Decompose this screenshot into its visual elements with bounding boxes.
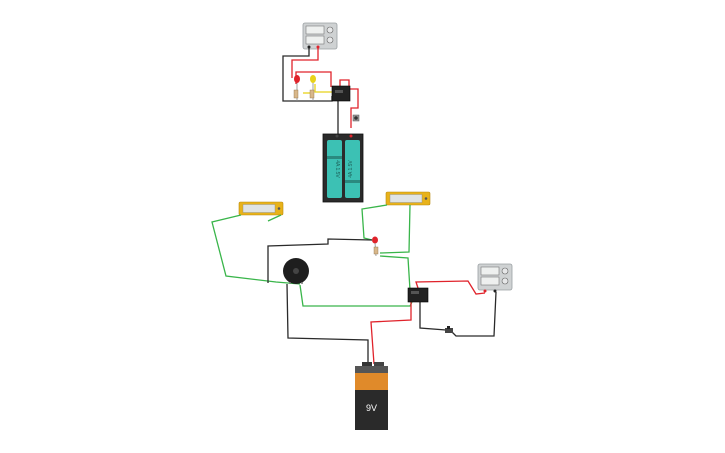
relay-bottom-label (411, 291, 419, 294)
multimeter-top-display-1 (305, 25, 325, 35)
bottom-circuit-wires (211, 204, 497, 365)
battery-cell-2-band (345, 180, 360, 183)
multimeter-top-knob-2[interactable] (326, 36, 334, 44)
battery-9v-cap (355, 366, 388, 374)
multimeter-right-display-2 (480, 276, 500, 286)
relay-top-body (331, 85, 351, 102)
multimeter-right-knob-2[interactable] (501, 277, 509, 285)
multimeter-right-display-1 (480, 266, 500, 276)
led-top-red-bulb (294, 75, 300, 83)
multimeter-top-knob-1[interactable] (326, 26, 334, 34)
battery-pack[interactable]: 4A 1.5V 4A 1.5V (322, 133, 364, 203)
multimeter-top-display-2 (305, 35, 325, 45)
multimeter-right-knob-1[interactable] (501, 267, 509, 275)
wire-green-to-relay[interactable] (379, 255, 411, 291)
resistor-mid[interactable] (373, 246, 379, 255)
buzzer[interactable] (283, 258, 309, 284)
multimeter-top-terminal-black[interactable] (307, 45, 311, 49)
wire-top-red-1[interactable] (291, 48, 319, 78)
led-top-yellow-bulb (310, 75, 316, 83)
battery-9v-snap-pos[interactable] (374, 362, 384, 368)
multimeter-right-terminal-black[interactable] (493, 289, 497, 293)
slide-sensor-left[interactable] (238, 201, 284, 216)
slide-sensor-right-window (389, 194, 423, 203)
led-mid-red[interactable] (372, 236, 379, 257)
battery-pack-terminal-neg[interactable] (335, 134, 339, 138)
led-mid-red-bulb (372, 236, 378, 244)
relay-top[interactable] (331, 85, 351, 102)
battery-cell-1-label: 4A 1.5V (334, 160, 340, 178)
buzzer-pin-pos[interactable] (301, 282, 303, 284)
wire-top-red-4[interactable] (339, 79, 350, 86)
slide-sensor-left-window (242, 204, 276, 213)
wire-black-switch-meter[interactable] (451, 291, 497, 337)
battery-cell-1 (327, 140, 342, 198)
multimeter-right[interactable] (477, 263, 513, 293)
battery-9v-snap-neg[interactable] (362, 362, 372, 368)
wire-green-sensor-left[interactable] (267, 214, 282, 222)
multimeter-top-terminal-red[interactable] (316, 45, 320, 49)
slide-switch[interactable] (445, 326, 453, 333)
wire-black-relay-meter[interactable] (419, 302, 447, 331)
push-button-top[interactable] (352, 114, 360, 122)
battery-cell-2-label: 4A 1.5V (348, 160, 354, 178)
wire-top-yellow-1[interactable] (314, 84, 332, 93)
battery-9v[interactable]: 9V (355, 362, 388, 430)
battery-9v-body (355, 390, 388, 430)
multimeter-right-terminal-red[interactable] (483, 289, 487, 293)
slide-switch-body (445, 328, 453, 333)
wire-green-right-down[interactable] (379, 204, 411, 254)
led-top-red[interactable] (293, 75, 300, 101)
relay-bottom-body (407, 287, 429, 303)
wire-black-buzzer-top[interactable] (267, 238, 373, 283)
relay-top-label (335, 90, 343, 93)
wire-red-relay-meter[interactable] (415, 280, 486, 295)
multimeter-top[interactable] (302, 22, 338, 50)
wire-red-9v[interactable] (370, 301, 412, 365)
slide-sensor-right-pin[interactable] (424, 197, 428, 200)
buzzer-center (293, 268, 299, 274)
slide-sensor-left-pin[interactable] (277, 207, 281, 210)
battery-9v-label: 9V (366, 403, 377, 413)
wire-green-right-loop[interactable] (361, 204, 388, 241)
battery-cell-2 (345, 140, 360, 198)
wire-top-red-3[interactable] (349, 88, 359, 128)
resistor-top-2[interactable] (309, 89, 315, 99)
push-button-top-cap[interactable] (354, 116, 358, 120)
wire-green-bottom[interactable] (299, 284, 413, 307)
wire-green-left-loop[interactable] (211, 214, 301, 285)
led-top-yellow[interactable] (309, 75, 316, 101)
resistor-top-1[interactable] (293, 89, 299, 99)
wire-black-buzzer-down[interactable] (286, 283, 369, 364)
relay-bottom[interactable] (407, 287, 429, 303)
battery-cell-1-band (327, 156, 342, 159)
battery-9v-top (355, 373, 388, 390)
slide-sensor-right[interactable] (385, 191, 431, 206)
buzzer-pin-neg[interactable] (289, 282, 291, 284)
battery-pack-terminal-pos[interactable] (349, 134, 353, 138)
slide-switch-knob[interactable] (447, 326, 450, 329)
